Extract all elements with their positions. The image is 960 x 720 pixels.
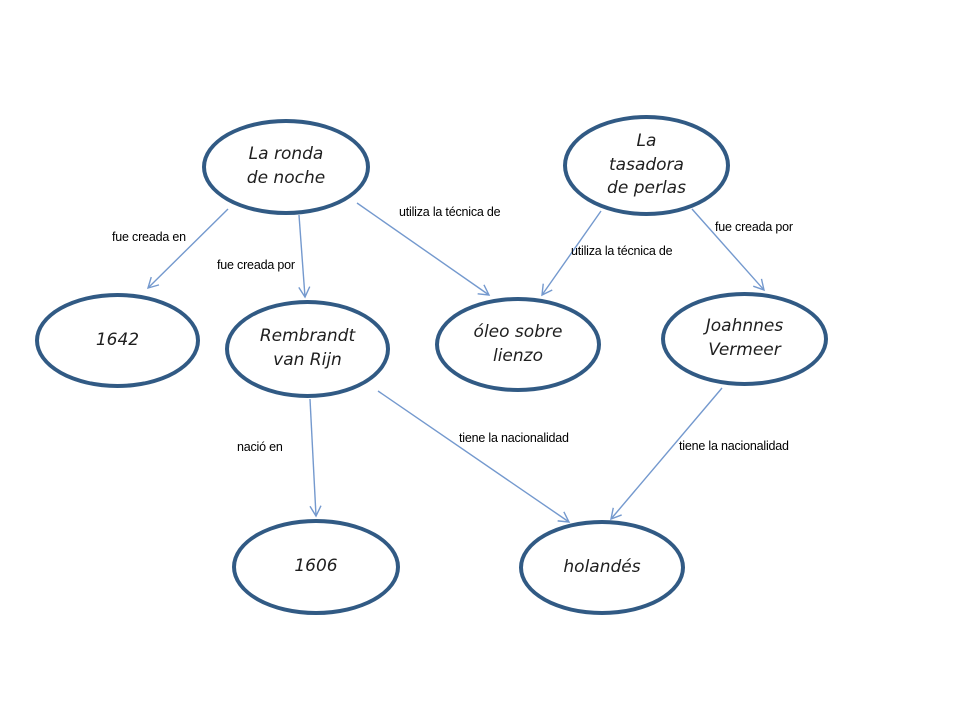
node-oleo-sobre-lienzo-label: óleo sobre lienzo [473,321,563,366]
edge-label-utiliza-la-tecnica-de-ronda: utiliza la técnica de [399,205,501,219]
edge-ronda-rembrandt [298,214,311,299]
node-holandes[interactable]: holandés [519,520,685,615]
node-la-tasadora-de-perlas[interactable]: La tasadora de perlas [563,115,730,216]
edge-ronda-1642 [146,208,229,290]
node-rembrandt-van-rijn[interactable]: Rembrandt van Rijn [225,300,390,398]
node-1606-label: 1606 [294,556,338,577]
node-1642[interactable]: 1642 [35,293,200,388]
edge-rembrandt-1606 [309,398,322,518]
node-oleo-sobre-lienzo[interactable]: óleo sobre lienzo [435,297,601,392]
edge-tasadora-vermeer [691,208,765,292]
edge-label-fue-creada-por-vermeer: fue creada por [715,220,793,234]
edge-rembrandt-holandes [377,390,571,523]
edge-label-fue-creada-en: fue creada en [112,230,186,244]
node-joahnnes-vermeer-label: Joahnnes Vermeer [705,316,784,360]
edge-label-tiene-la-nacionalidad-rembrandt: tiene la nacionalidad [459,431,569,445]
edge-label-utiliza-la-tecnica-de-tasadora: utiliza la técnica de [571,244,673,258]
node-joahnnes-vermeer[interactable]: Joahnnes Vermeer [661,292,828,386]
edge-label-tiene-la-nacionalidad-vermeer: tiene la nacionalidad [679,439,789,453]
node-holandes-label: holandés [563,556,641,577]
node-rembrandt-van-rijn-label: Rembrandt van Rijn [259,326,356,370]
node-la-tasadora-de-perlas-label: La tasadora de perlas [607,130,686,199]
edge-tasadora-oleo [541,210,602,297]
node-la-ronda-de-noche-label: La ronda de noche [246,144,326,188]
edge-label-fue-creada-por-rembrandt: fue creada por [217,258,295,272]
node-1642-label: 1642 [95,329,140,350]
edge-vermeer-holandes [610,387,723,521]
node-la-ronda-de-noche[interactable]: La ronda de noche [202,119,370,215]
node-1606[interactable]: 1606 [232,519,400,615]
edge-ronda-oleo [356,202,491,296]
edge-label-nacio-en: nació en [237,440,283,454]
